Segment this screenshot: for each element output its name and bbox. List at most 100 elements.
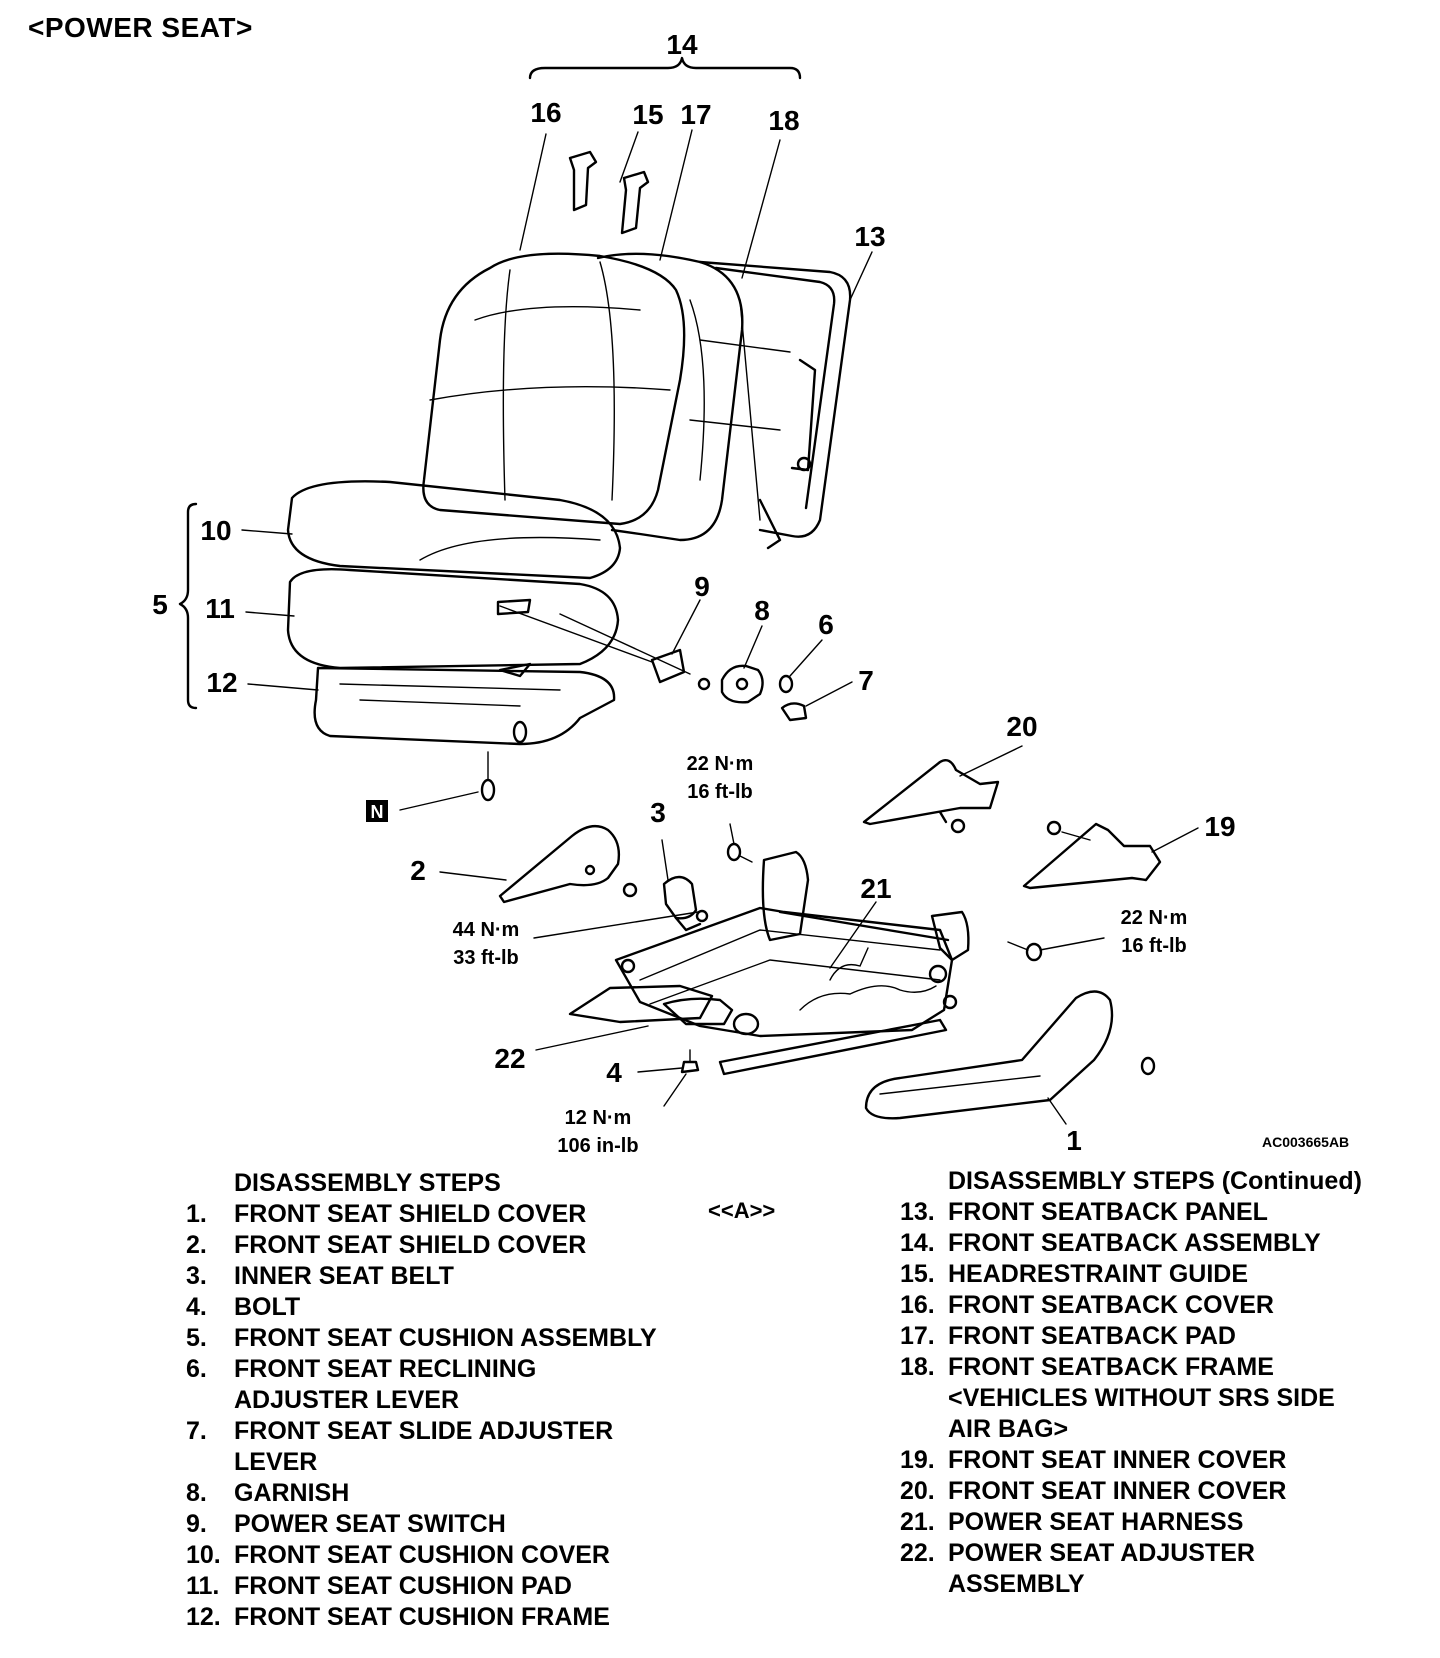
step-number: 20. (900, 1477, 935, 1505)
callout-8: 8 (754, 595, 770, 626)
cushion-cover (286, 480, 622, 580)
step-item: 10.FRONT SEAT CUSHION COVER (186, 1540, 746, 1571)
slide-lever (780, 702, 808, 722)
step-line: FRONT SEATBACK COVER (948, 1291, 1274, 1319)
figure-id: AC003665AB (1262, 1134, 1350, 1150)
step-line: FRONT SEATBACK FRAME (948, 1353, 1274, 1381)
step-number: 18. (900, 1353, 935, 1381)
step-text: GARNISH (234, 1478, 349, 1509)
bolt-shield (1140, 1056, 1156, 1076)
step-line: ASSEMBLY (948, 1570, 1085, 1598)
step-number: 21. (900, 1508, 935, 1536)
callout-17: 17 (680, 99, 711, 130)
reclining-lever (778, 674, 794, 694)
step-line: FRONT SEAT INNER COVER (948, 1446, 1287, 1474)
inner-seat-belt (662, 875, 709, 932)
step-item: 8. GARNISH (186, 1478, 746, 1509)
step-line: <VEHICLES WITHOUT SRS SIDE (948, 1384, 1335, 1412)
step-line: LEVER (234, 1448, 318, 1476)
step-line: ADJUSTER LEVER (234, 1386, 460, 1414)
step-line: POWER SEAT ADJUSTER (948, 1539, 1255, 1567)
callout-12: 12 (206, 667, 237, 698)
callout-20: 20 (1006, 711, 1037, 742)
step-text: POWER SEAT ADJUSTER ASSEMBLY (948, 1538, 1255, 1600)
power-seat-switch (499, 605, 711, 691)
callout-3: 3 (650, 797, 666, 828)
headrestraint-guide-left (568, 150, 598, 212)
step-line: FRONT SEAT SLIDE ADJUSTER (234, 1417, 614, 1445)
step-text: POWER SEAT SWITCH (234, 1509, 506, 1540)
cushion-frame (313, 666, 616, 746)
bracket-5 (178, 502, 198, 710)
step-text: FRONT SEAT SLIDE ADJUSTER LEVER (234, 1416, 613, 1478)
step-line: FRONT SEAT CUSHION ASSEMBLY (234, 1324, 657, 1352)
callout-16: 16 (530, 97, 561, 128)
clip (480, 778, 496, 802)
step-text: HEADRESTRAINT GUIDE (948, 1259, 1248, 1290)
step-item: 3.INNER SEAT BELT (186, 1261, 746, 1292)
step-number: 22. (900, 1539, 935, 1567)
step-line: BOLT (234, 1293, 301, 1321)
step-text: FRONT SEAT INNER COVER (948, 1445, 1286, 1476)
seatback-frame (689, 260, 852, 550)
step-line: POWER SEAT SWITCH (234, 1510, 506, 1538)
callout-15: 15 (632, 99, 663, 130)
step-text: FRONT SEAT SHIELD COVER (234, 1199, 586, 1230)
step-number: 11. (186, 1572, 220, 1600)
step-number: 2. (186, 1231, 207, 1259)
step-number: 5. (186, 1324, 207, 1352)
step-item: 18. FRONT SEATBACK FRAME <VEHICLES WITHOUT… (900, 1352, 1420, 1445)
step-number: 17. (900, 1322, 935, 1350)
step-item: 21.POWER SEAT HARNESS (900, 1507, 1420, 1538)
bracket-14 (528, 56, 802, 80)
exploded-diagram: 14 16 15 17 18 13 10 5 11 12 9 8 6 7 20 … (152, 29, 1235, 1157)
shield-cover-2 (498, 824, 638, 904)
step-text: FRONT SEAT CUSHION FRAME (234, 1602, 610, 1633)
torque-right-nm: 22 N·m (1121, 907, 1188, 929)
step-item: 4.BOLT (186, 1292, 746, 1323)
step-number: 19. (900, 1446, 935, 1474)
callout-2: 2 (410, 855, 426, 886)
inner-cover-19 (1022, 820, 1162, 890)
inner-cover-20 (862, 759, 1000, 834)
step-line: HEADRESTRAINT GUIDE (948, 1260, 1249, 1288)
note-a: <<A>> (708, 1198, 776, 1223)
headrestraint-guide-right (620, 170, 650, 235)
step-number: 1. (186, 1200, 207, 1228)
callout-14: 14 (666, 29, 698, 60)
step-item: 9.POWER SEAT SWITCH (186, 1509, 746, 1540)
step-number: 8. (186, 1479, 207, 1507)
step-line: FRONT SEAT CUSHION FRAME (234, 1603, 610, 1631)
torque-belt-nm: 44 N·m (453, 919, 520, 941)
step-line: FRONT SEAT CUSHION COVER (234, 1541, 610, 1569)
step-text: INNER SEAT BELT (234, 1261, 454, 1292)
step-text: FRONT SEATBACK ASSEMBLY (948, 1228, 1321, 1259)
step-line: FRONT SEAT SHIELD COVER (234, 1231, 587, 1259)
step-item: 11. FRONT SEAT CUSHION PAD (186, 1571, 746, 1602)
step-item: 19. FRONT SEAT INNER COVER (900, 1445, 1420, 1476)
step-line: FRONT SEAT INNER COVER (948, 1477, 1287, 1505)
bolt-right (1007, 941, 1043, 962)
step-text: FRONT SEAT INNER COVER (948, 1476, 1286, 1507)
n-mark: N (371, 802, 384, 822)
step-number: 13. (900, 1198, 935, 1226)
step-text: FRONT SEAT CUSHION ASSEMBLY (234, 1323, 657, 1354)
step-line: FRONT SEATBACK PAD (948, 1322, 1236, 1350)
callout-21: 21 (860, 873, 891, 904)
steps-heading: DISASSEMBLY STEPS (234, 1169, 501, 1197)
step-number: 14. (900, 1229, 935, 1257)
cushion-pad (286, 568, 620, 678)
step-line: INNER SEAT BELT (234, 1262, 454, 1290)
step-text: FRONT SEAT RECLINING ADJUSTER LEVER (234, 1354, 536, 1416)
step-line: FRONT SEAT RECLINING (234, 1355, 537, 1383)
step-item: 15.HEADRESTRAINT GUIDE (900, 1259, 1420, 1290)
callout-4: 4 (606, 1057, 622, 1088)
step-item: 20. FRONT SEAT INNER COVER (900, 1476, 1420, 1507)
bolt-4 (680, 1049, 700, 1074)
step-text: FRONT SEAT CUSHION PAD (234, 1571, 572, 1602)
callout-7: 7 (858, 665, 874, 696)
step-item: 22. POWER SEAT ADJUSTER ASSEMBLY (900, 1538, 1420, 1600)
shield-cover-1 (864, 990, 1114, 1120)
